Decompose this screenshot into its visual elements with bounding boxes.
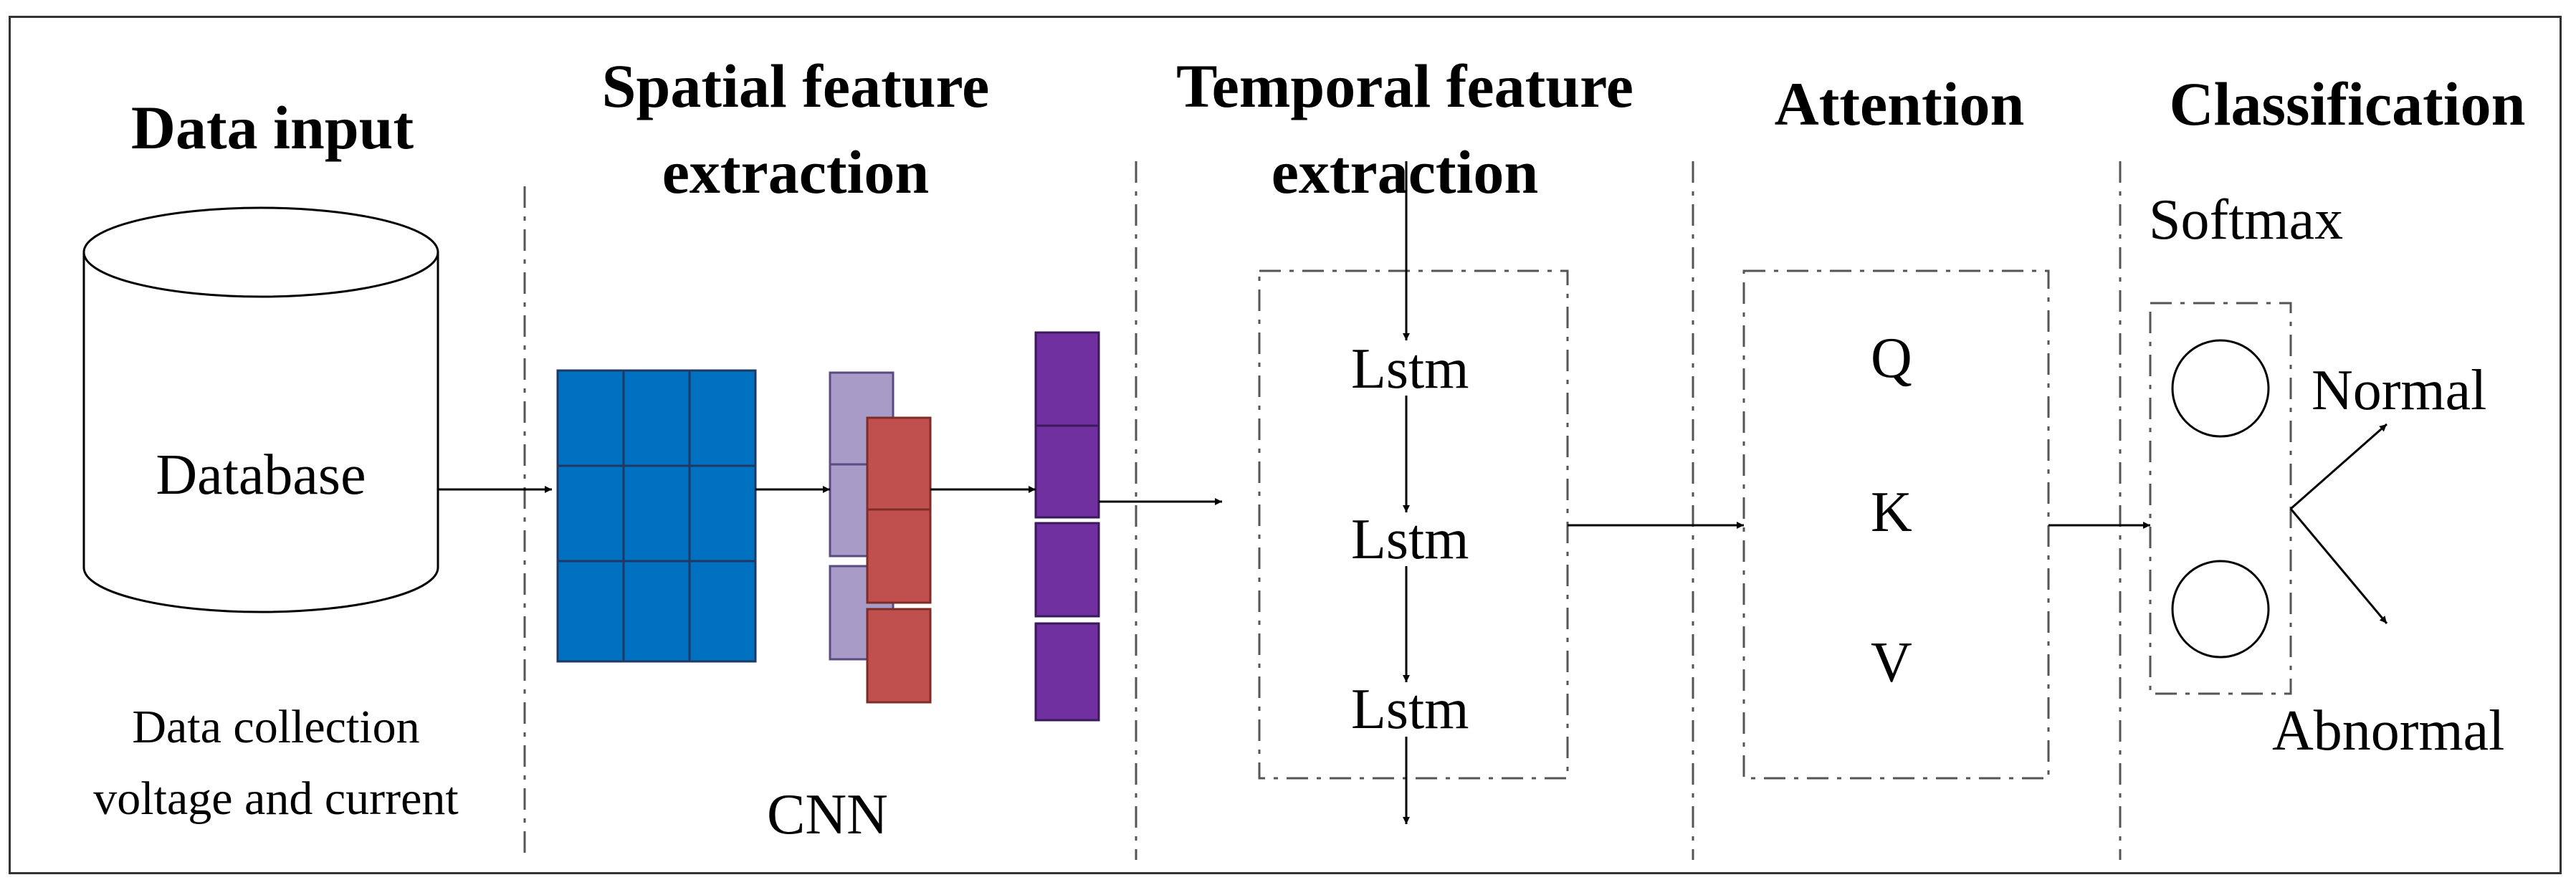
lstm-cell-2: Lstm xyxy=(1351,508,1469,571)
heading-data-input: Data input xyxy=(130,93,414,162)
attention-v: V xyxy=(1871,631,1912,694)
arrow-to-abnormal xyxy=(2289,508,2388,624)
heading-temporal-line2: extraction xyxy=(1271,138,1539,206)
heading-classification: Classification xyxy=(2169,70,2526,138)
output-abnormal: Abnormal xyxy=(2272,699,2505,762)
lstm-cell-3: Lstm xyxy=(1351,678,1469,741)
softmax-label: Softmax xyxy=(2149,188,2344,252)
database-caption-line1: Data collection xyxy=(132,701,420,753)
output-normal: Normal xyxy=(2312,359,2487,422)
softmax-neuron-abnormal xyxy=(2171,560,2270,659)
database-caption-line2: voltage and current xyxy=(93,772,459,825)
heading-spatial-line2: extraction xyxy=(662,138,930,206)
cnn-output-vector xyxy=(1034,331,1100,722)
attention-q: Q xyxy=(1871,327,1912,390)
heading-temporal-line1: Temporal feature xyxy=(1176,52,1633,120)
arrow-to-normal xyxy=(2290,423,2387,510)
database-cylinder xyxy=(82,206,439,613)
cnn-input-grid xyxy=(556,369,757,663)
attention-box xyxy=(1742,269,2050,780)
lstm-cell-1: Lstm xyxy=(1351,338,1469,401)
heading-spatial-line1: Spatial feature xyxy=(601,52,990,120)
cnn-feature-maps-front xyxy=(866,416,932,704)
attention-k: K xyxy=(1871,481,1912,544)
heading-attention: Attention xyxy=(1774,70,2025,138)
softmax-neuron-normal xyxy=(2171,339,2270,438)
cnn-label: CNN xyxy=(767,783,888,846)
database-label: Database xyxy=(156,444,366,507)
softmax-box xyxy=(2149,302,2292,695)
